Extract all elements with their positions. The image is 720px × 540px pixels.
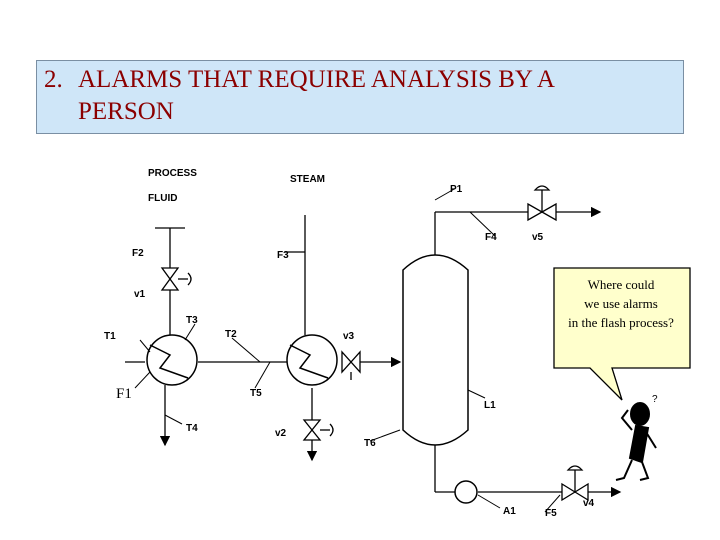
callout-line2: we use alarms (584, 296, 658, 311)
slide-title: 2. ALARMS THAT REQUIRE ANALYSIS BY A PERS… (44, 64, 674, 128)
tag-v3: v3 (343, 331, 355, 342)
tag-a1: A1 (503, 506, 516, 517)
tag-f4: F4 (485, 232, 497, 243)
title-number: 2. (44, 66, 63, 93)
valve-v4 (561, 465, 589, 502)
tag-f1: F1 (116, 386, 132, 402)
tag-f3: F3 (277, 250, 289, 261)
label-process: PROCESS (148, 168, 197, 179)
tag-f2: F2 (132, 248, 144, 259)
label-steam: STEAM (290, 174, 325, 185)
tag-f5: F5 (545, 508, 557, 519)
tag-v5: v5 (532, 232, 544, 243)
title-box (36, 60, 684, 134)
tag-p1: P1 (450, 184, 463, 195)
tag-v2: v2 (275, 428, 287, 439)
pump (454, 480, 478, 504)
valve-v2 (302, 419, 334, 441)
figure-question-mark: ? (652, 394, 658, 405)
title-line2: PERSON (78, 98, 174, 125)
instrument-lines (134, 187, 561, 513)
valve-v3 (341, 350, 361, 380)
tag-t4: T4 (186, 423, 198, 434)
label-fluid: FLUID (148, 193, 177, 204)
tag-v4: v4 (583, 498, 595, 509)
heat-exchanger-2 (286, 334, 338, 386)
tag-t1: T1 (104, 331, 116, 342)
tag-t2: T2 (225, 329, 237, 340)
tag-t6: T6 (364, 438, 376, 449)
heat-exchanger-1 (146, 334, 198, 386)
thinking-person-figure: ? (615, 394, 658, 481)
tag-t3: T3 (186, 315, 198, 326)
valve-v5 (527, 185, 557, 222)
valve-v1 (160, 267, 192, 291)
title-line1: ALARMS THAT REQUIRE ANALYSIS BY A (78, 66, 555, 93)
tag-t5: T5 (250, 388, 262, 399)
callout-line3: in the flash process? (568, 315, 674, 330)
flash-drum (402, 254, 469, 446)
piping (125, 206, 622, 498)
callout-line1: Where could (588, 277, 655, 292)
tag-l1: L1 (484, 400, 496, 411)
tag-v1: v1 (134, 289, 146, 300)
callout-bubble: Where could we use alarms in the flash p… (553, 267, 691, 401)
